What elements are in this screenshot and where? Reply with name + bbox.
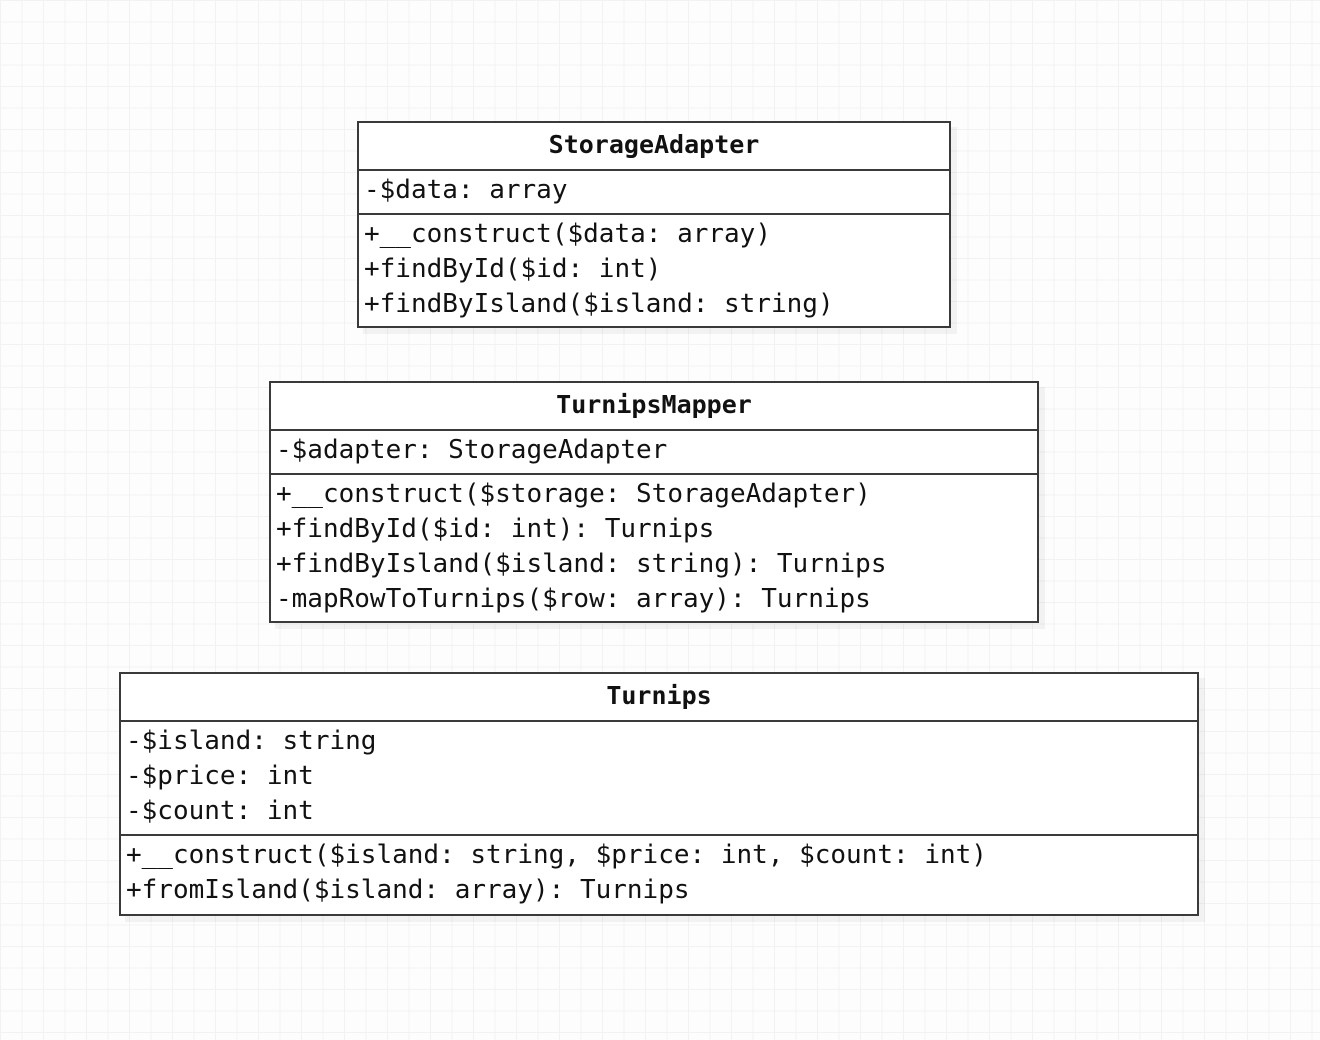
- method-line: +__construct($storage: StorageAdapter): [276, 479, 871, 509]
- class-methods-storage-adapter: +__construct($data: array) +findById($id…: [359, 213, 949, 326]
- attribute-line: -$price: int: [126, 761, 314, 791]
- method-line: +findById($id: int): Turnips: [276, 514, 715, 544]
- method-line: +findById($id: int): [364, 254, 662, 284]
- attribute-line: -$island: string: [126, 726, 377, 756]
- attribute-line: -$data: array: [364, 175, 568, 205]
- class-title-storage-adapter: StorageAdapter: [548, 130, 760, 159]
- class-box-turnips-mapper[interactable]: TurnipsMapper -$adapter: StorageAdapter …: [269, 381, 1039, 623]
- class-attributes-turnips-mapper: -$adapter: StorageAdapter: [271, 429, 1037, 473]
- class-methods-turnips-mapper: +__construct($storage: StorageAdapter) +…: [271, 473, 1037, 621]
- method-line: +findByIsland($island: string): [364, 289, 834, 319]
- method-line: +__construct($island: string, $price: in…: [126, 840, 987, 870]
- method-line: +__construct($data: array): [364, 219, 771, 249]
- class-title-turnips: Turnips: [606, 681, 712, 710]
- class-methods-turnips: +__construct($island: string, $price: in…: [121, 834, 1197, 914]
- method-line: -mapRowToTurnips($row: array): Turnips: [276, 584, 871, 614]
- class-title-turnips-mapper: TurnipsMapper: [556, 390, 752, 419]
- attribute-line: -$adapter: StorageAdapter: [276, 435, 668, 465]
- class-box-storage-adapter[interactable]: StorageAdapter -$data: array +__construc…: [357, 121, 951, 328]
- class-attributes-turnips: -$island: string -$price: int -$count: i…: [121, 720, 1197, 834]
- method-line: +fromIsland($island: array): Turnips: [126, 875, 690, 905]
- method-line: +findByIsland($island: string): Turnips: [276, 549, 887, 579]
- attribute-line: -$count: int: [126, 796, 314, 826]
- class-attributes-storage-adapter: -$data: array: [359, 169, 949, 213]
- class-box-turnips[interactable]: Turnips -$island: string -$price: int -$…: [119, 672, 1199, 916]
